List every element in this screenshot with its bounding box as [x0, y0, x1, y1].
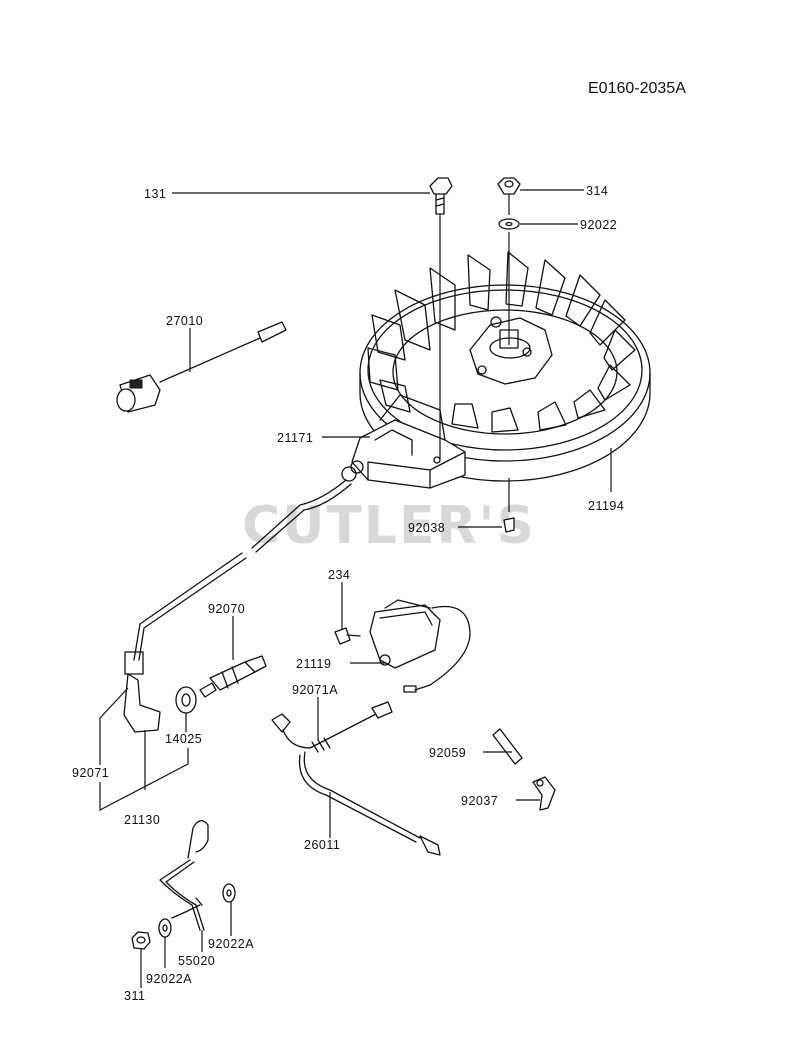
leader-lines [99, 189, 612, 988]
label-92022A-left: 92022A [146, 972, 192, 986]
label-14025: 14025 [165, 732, 202, 746]
label-55020: 55020 [178, 954, 215, 968]
linkage-55020-illustration [159, 820, 209, 931]
label-314: 314 [586, 184, 608, 198]
clip-92037-illustration [532, 776, 556, 811]
ignition-module-illustration [334, 599, 471, 693]
label-21130: 21130 [124, 813, 160, 827]
label-92071: 92071 [72, 766, 109, 780]
harness-illustration [271, 701, 441, 856]
drawing-code: E0160-2035A [588, 80, 686, 97]
label-92071A: 92071A [292, 683, 338, 697]
label-27010: 27010 [166, 314, 203, 328]
label-92037: 92037 [461, 794, 498, 808]
label-92059: 92059 [429, 746, 466, 760]
washer-14025-illustration [175, 686, 197, 714]
label-92070: 92070 [208, 602, 245, 616]
stop-lead-illustration [116, 321, 287, 413]
bolt-131-illustration [429, 177, 453, 215]
washer-92022-illustration [498, 218, 520, 230]
washer-92022A-left-illustration [158, 918, 172, 938]
label-92038: 92038 [408, 521, 445, 535]
label-131: 131 [144, 187, 166, 201]
label-21171: 21171 [277, 431, 313, 445]
nut-314-illustration [497, 177, 521, 195]
label-92022: 92022 [580, 218, 617, 232]
key-92038-illustration [503, 517, 515, 533]
label-234: 234 [328, 568, 350, 582]
label-26011: 26011 [304, 838, 340, 852]
label-21194: 21194 [588, 499, 624, 513]
nut-311-illustration [131, 931, 151, 950]
label-311: 311 [124, 989, 145, 1003]
washer-92022A-right-illustration [222, 883, 236, 903]
pin-92059-illustration [492, 728, 523, 765]
watermark: CUTLER'S [242, 496, 536, 556]
label-21119: 21119 [296, 657, 331, 671]
flywheel-illustration [359, 251, 651, 482]
spark-plug-illustration [199, 655, 267, 698]
label-92022A-right: 92022A [208, 937, 254, 951]
ignition-coil-illustration [123, 394, 466, 733]
